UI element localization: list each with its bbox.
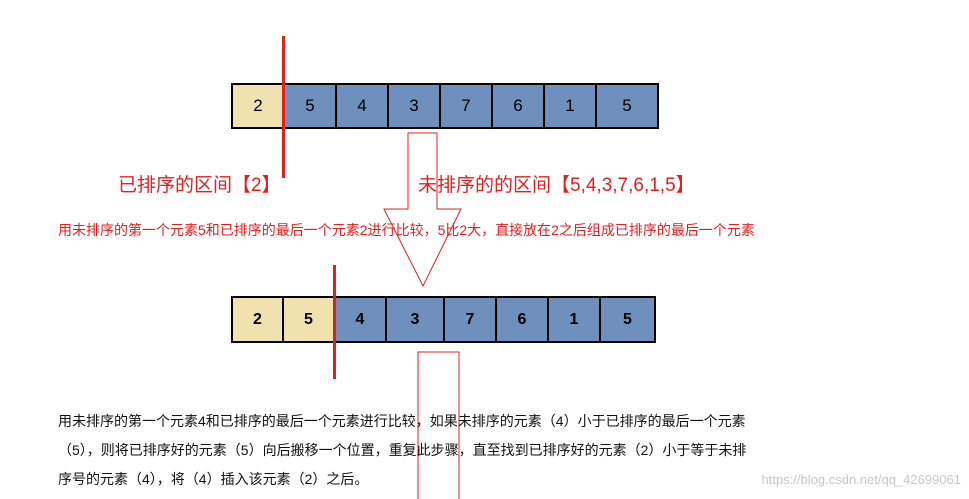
explanation-step1: 用未排序的第一个元素5和已排序的最后一个元素2进行比较，5比2大，直接放在2之后… (58, 222, 755, 238)
sorted-range-label: 已排序的区间【2】 (118, 175, 281, 196)
unsorted-cell: 1 (545, 85, 597, 127)
unsorted-cell: 6 (497, 298, 549, 341)
unsorted-cell: 7 (445, 298, 497, 341)
unsorted-cell: 3 (387, 298, 445, 341)
sorted-divider-step1 (282, 36, 285, 178)
unsorted-cell: 3 (389, 85, 441, 127)
explanation-line-3: 序号的元素（4），将（4）插入该元素（2）之后。 (58, 471, 369, 487)
sorted-cell: 5 (284, 298, 335, 341)
unsorted-cell: 7 (441, 85, 493, 127)
sorted-cell: 2 (233, 298, 284, 341)
explanation-line-2: （5），则将已排序好的元素（5）向后搬移一个位置，重复此步骤，直至找到已排序好的… (58, 442, 747, 458)
unsorted-cell: 4 (335, 298, 387, 341)
unsorted-range-label: 未排序的的区间【5,4,3,7,6,1,5】 (418, 175, 695, 196)
unsorted-cell: 5 (285, 85, 337, 127)
unsorted-cell: 5 (601, 298, 654, 341)
explanation-step2: 用未排序的第一个元素4和已排序的最后一个元素进行比较，如果未排序的元素（4）小于… (58, 407, 908, 494)
unsorted-cell: 5 (597, 85, 657, 127)
unsorted-cell: 6 (493, 85, 545, 127)
watermark-text: https://blog.csdn.net/qq_42699061 (761, 472, 962, 487)
explanation-line-1: 用未排序的第一个元素4和已排序的最后一个元素进行比较，如果未排序的元素（4）小于… (58, 413, 746, 429)
sorted-divider-step2 (333, 265, 336, 379)
unsorted-cell: 1 (549, 298, 601, 341)
unsorted-cell: 4 (337, 85, 389, 127)
